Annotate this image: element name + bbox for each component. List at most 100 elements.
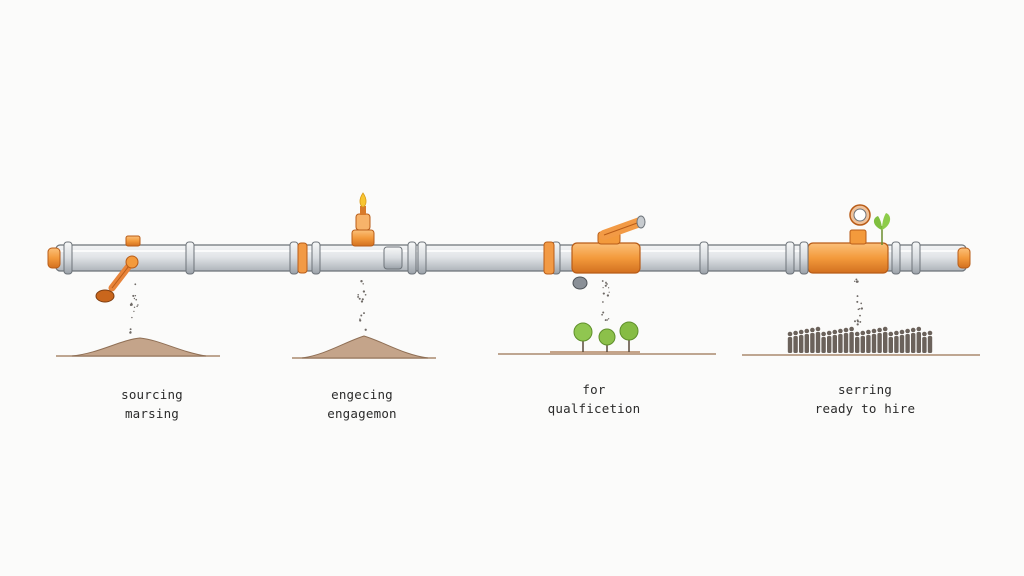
orange-ring-2 xyxy=(297,242,308,274)
pipe-coupling xyxy=(63,241,73,275)
particle xyxy=(607,318,610,320)
particle xyxy=(129,328,132,331)
particle xyxy=(606,283,608,285)
falling-particles xyxy=(129,278,864,334)
particle xyxy=(856,280,859,283)
pipe-coupling xyxy=(891,241,901,275)
stage-2-line-1: engecing xyxy=(331,387,393,402)
particle xyxy=(602,311,605,314)
person-figure xyxy=(804,328,810,353)
particle xyxy=(601,280,604,282)
particle xyxy=(856,319,859,322)
particle xyxy=(129,331,132,333)
particle xyxy=(608,291,610,293)
pipe-coupling xyxy=(785,241,795,275)
stage-3-line-1: for xyxy=(582,382,606,397)
stage-1-line-1: sourcing xyxy=(121,387,183,402)
flame-valve-icon xyxy=(351,192,403,270)
person-figure xyxy=(860,330,866,353)
pipe-coupling xyxy=(417,241,427,275)
particle xyxy=(134,295,137,297)
person-figure xyxy=(871,328,877,353)
particle xyxy=(854,320,856,323)
person-figure xyxy=(877,327,882,353)
person-figure xyxy=(916,326,922,353)
pipe-end-cap-right xyxy=(957,247,971,269)
particle xyxy=(364,328,367,331)
pipe-couplings xyxy=(63,241,921,275)
person-figure xyxy=(826,330,832,353)
person-figure xyxy=(843,327,849,353)
person-figure xyxy=(894,330,899,353)
orange-ring-3 xyxy=(543,241,555,275)
particle xyxy=(604,284,607,287)
person-figure xyxy=(854,331,860,353)
stage-3-line-2: qualficetion xyxy=(547,401,641,416)
person-figure xyxy=(798,329,804,353)
particle xyxy=(602,287,604,289)
person-figure xyxy=(793,330,798,353)
particle xyxy=(607,287,610,289)
particle xyxy=(135,298,138,301)
particle xyxy=(860,302,863,305)
stage-4-line-2: ready to hire xyxy=(814,401,916,416)
person-figure xyxy=(888,331,894,353)
particle xyxy=(133,310,135,313)
particle xyxy=(357,295,360,298)
particle xyxy=(362,283,364,285)
pipe-coupling xyxy=(407,241,417,275)
stage-label-engaging: engecing engagemon xyxy=(262,385,462,423)
stage-label-sourcing: sourcing marsing xyxy=(52,385,252,423)
outcome-people xyxy=(742,326,980,356)
pipe-coupling xyxy=(911,241,921,275)
stage-label-qualification: for qualficetion xyxy=(494,380,694,418)
particle xyxy=(602,292,605,295)
particle xyxy=(859,314,861,317)
outcome-mound-1 xyxy=(56,337,220,357)
outcome-mound-2 xyxy=(292,335,436,359)
particle xyxy=(856,295,859,298)
particle xyxy=(604,319,607,322)
pipe-coupling xyxy=(289,241,299,275)
person-figure xyxy=(832,329,838,353)
pipe-coupling xyxy=(699,241,709,275)
particle xyxy=(601,313,603,316)
stage-1-line-2: marsing xyxy=(124,406,180,421)
gauge-valve-icon xyxy=(849,204,891,245)
person-figure xyxy=(882,326,888,353)
person-figure xyxy=(838,328,843,353)
person-figure xyxy=(849,326,854,353)
orange-pipe-segment-3 xyxy=(571,242,641,274)
particle xyxy=(860,307,864,310)
particle xyxy=(357,293,360,296)
person-figure xyxy=(910,327,916,353)
particle xyxy=(358,297,361,300)
person-figure xyxy=(815,326,821,353)
particle xyxy=(856,323,859,326)
pipe-end-cap-left xyxy=(47,247,61,269)
particle xyxy=(859,320,862,323)
person-figure xyxy=(787,331,793,353)
pipe-coupling xyxy=(799,241,809,275)
particle xyxy=(130,302,133,305)
stage-label-ready-to-hire: serring ready to hire xyxy=(765,380,965,418)
person-figure xyxy=(922,331,927,353)
person-figure xyxy=(905,328,910,353)
stage-4-line-1: serring xyxy=(837,382,893,397)
particle xyxy=(131,316,133,319)
particle xyxy=(136,305,138,308)
particle xyxy=(606,294,610,297)
pipe-coupling xyxy=(311,241,321,275)
particle xyxy=(137,304,139,306)
particle xyxy=(132,294,135,297)
particle xyxy=(602,301,604,303)
pipe-coupling xyxy=(185,241,195,275)
particle xyxy=(856,300,859,303)
person-figure xyxy=(899,329,905,353)
particle xyxy=(360,280,363,283)
particle xyxy=(858,307,861,310)
particle xyxy=(361,298,364,301)
person-figure xyxy=(866,329,871,353)
particle xyxy=(857,308,860,311)
particle xyxy=(134,283,137,286)
